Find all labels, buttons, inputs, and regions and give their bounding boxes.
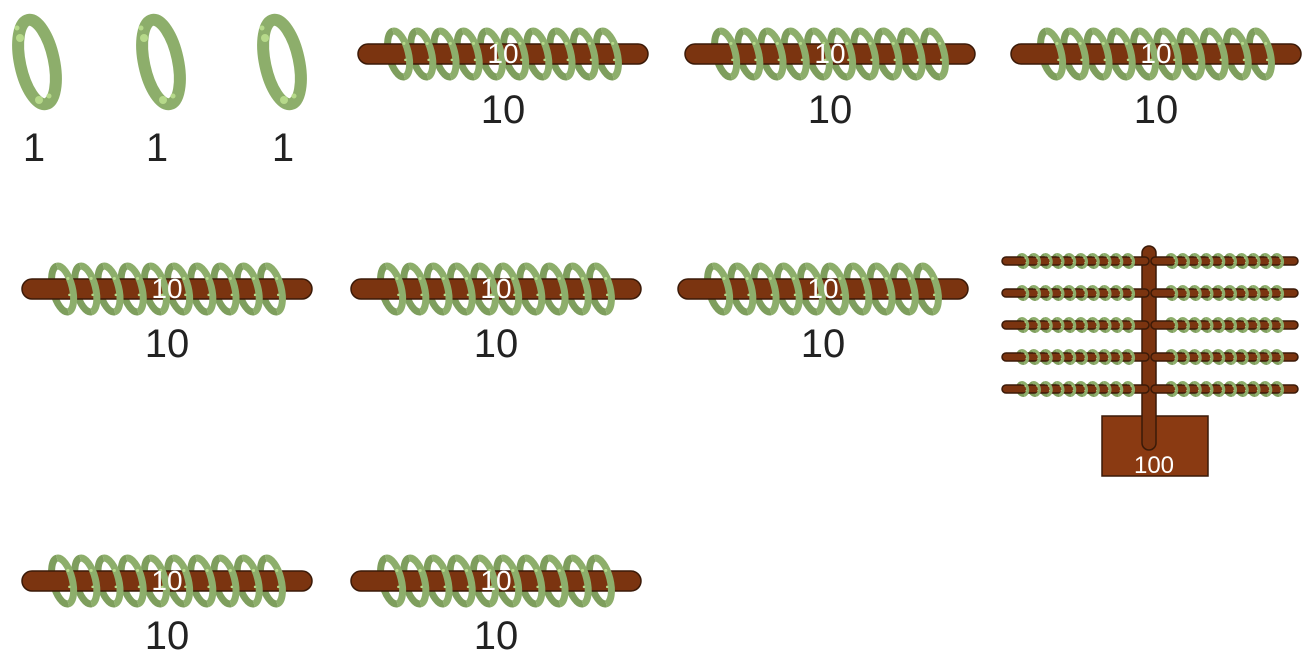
ten-rod-label: 10 xyxy=(473,322,519,366)
ten-rod-badge: 10 xyxy=(480,273,512,304)
coil-graphic xyxy=(357,27,649,81)
hundred-branch-right xyxy=(1150,285,1299,301)
coil-graphic xyxy=(350,262,642,316)
ten-rod-label: 10 xyxy=(473,614,519,658)
ring-1 xyxy=(12,13,62,111)
coil-graphic xyxy=(21,554,313,608)
ten-rod-badge: 10 xyxy=(480,565,512,596)
ring-3 xyxy=(257,13,307,111)
ten-rod: 10 xyxy=(677,261,969,317)
ten-rod: 10 xyxy=(357,26,649,82)
ones-label: 1 xyxy=(145,126,169,170)
ten-rod-badge: 10 xyxy=(814,38,846,69)
ring-2 xyxy=(136,13,186,111)
hundred-branch-left xyxy=(1001,285,1150,301)
ten-rod-badge: 10 xyxy=(1140,38,1172,69)
ten-rod-badge: 10 xyxy=(151,565,183,596)
ones-label: 1 xyxy=(271,126,295,170)
hundred-badge: 100 xyxy=(1133,452,1175,479)
coil-graphic xyxy=(677,262,969,316)
hundred-tree: 100 xyxy=(1001,245,1308,479)
ones-label: 1 xyxy=(22,126,46,170)
ten-rod-label: 10 xyxy=(480,88,526,132)
coil-graphic xyxy=(350,554,642,608)
ten-rod-label: 10 xyxy=(144,322,190,366)
hundred-branch-left xyxy=(1001,381,1150,397)
coil-graphic xyxy=(684,27,976,81)
ten-rod: 10 xyxy=(21,553,313,609)
ten-rod-badge: 10 xyxy=(807,273,839,304)
ten-rod-badge: 10 xyxy=(151,273,183,304)
ten-rod: 10 xyxy=(21,261,313,317)
hundred-branch-right xyxy=(1150,349,1299,365)
hundred-branch-left xyxy=(1001,317,1150,333)
ten-rod: 10 xyxy=(684,26,976,82)
ten-rod: 10 xyxy=(350,261,642,317)
hundred-branch-left xyxy=(1001,349,1150,365)
ten-rod-label: 10 xyxy=(144,614,190,658)
hundred-branch-right xyxy=(1150,381,1299,397)
hundred-branch-left xyxy=(1001,253,1150,269)
coil-graphic xyxy=(21,262,313,316)
ten-rod-badge: 10 xyxy=(487,38,519,69)
hundred-branch-right xyxy=(1150,317,1299,333)
coil-graphic xyxy=(1010,27,1302,81)
ten-rod-label: 10 xyxy=(800,322,846,366)
hundred-branch-right xyxy=(1150,253,1299,269)
ten-rod-label: 10 xyxy=(807,88,853,132)
ten-rod: 10 xyxy=(1010,26,1302,82)
ten-rod-label: 10 xyxy=(1133,88,1179,132)
ten-rod: 10 xyxy=(350,553,642,609)
